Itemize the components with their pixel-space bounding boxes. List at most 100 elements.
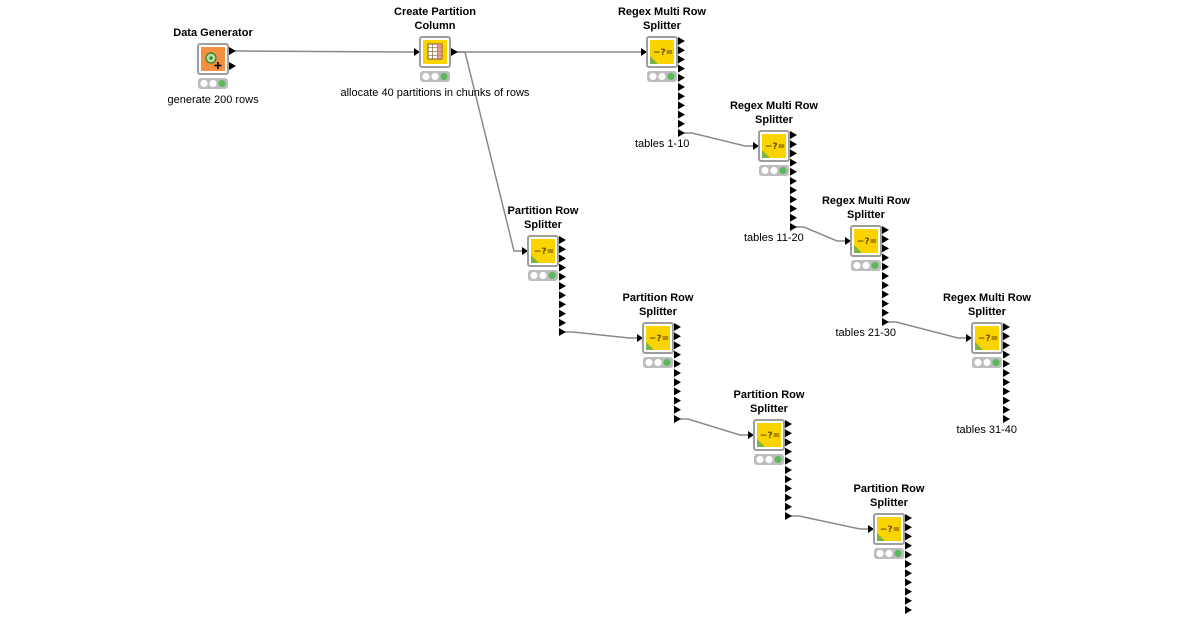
output-port[interactable] bbox=[785, 429, 792, 438]
output-port[interactable] bbox=[790, 167, 797, 176]
output-port[interactable] bbox=[790, 204, 797, 213]
output-port[interactable] bbox=[678, 101, 685, 110]
output-port[interactable] bbox=[1003, 359, 1010, 368]
output-port[interactable] bbox=[559, 318, 566, 327]
output-port[interactable] bbox=[559, 272, 566, 281]
node-n5[interactable]: −?= bbox=[845, 225, 889, 326]
output-port[interactable] bbox=[790, 149, 797, 158]
output-port[interactable] bbox=[674, 387, 681, 396]
output-port[interactable] bbox=[678, 92, 685, 101]
output-port[interactable] bbox=[882, 318, 889, 326]
node-n9[interactable]: −?= bbox=[748, 419, 792, 520]
output-port[interactable] bbox=[882, 308, 889, 317]
output-port[interactable] bbox=[678, 129, 685, 137]
output-port[interactable] bbox=[790, 186, 797, 195]
node-n7[interactable]: −?= bbox=[522, 235, 566, 336]
output-port[interactable] bbox=[1003, 396, 1010, 405]
connection-n8-n9[interactable] bbox=[680, 418, 748, 436]
input-port[interactable] bbox=[637, 334, 643, 342]
input-port[interactable] bbox=[414, 48, 420, 56]
output-port[interactable] bbox=[785, 420, 792, 428]
output-port[interactable] bbox=[785, 466, 792, 474]
output-port[interactable] bbox=[905, 596, 912, 605]
output-port[interactable] bbox=[882, 272, 889, 280]
output-port[interactable] bbox=[1003, 350, 1010, 359]
output-port[interactable] bbox=[1003, 323, 1010, 331]
output-port[interactable] bbox=[905, 514, 912, 522]
output-port[interactable] bbox=[785, 447, 792, 456]
output-port[interactable] bbox=[790, 223, 797, 231]
node-n8[interactable]: −?= bbox=[637, 322, 681, 423]
output-port[interactable] bbox=[785, 512, 792, 520]
output-port[interactable] bbox=[1003, 369, 1010, 377]
output-port[interactable] bbox=[559, 291, 566, 300]
output-port[interactable] bbox=[1003, 387, 1010, 396]
input-port[interactable] bbox=[522, 247, 528, 255]
output-port[interactable] bbox=[674, 332, 681, 341]
output-port[interactable] bbox=[905, 587, 912, 596]
output-port[interactable] bbox=[785, 502, 792, 511]
output-port[interactable] bbox=[674, 378, 681, 387]
connection-n9-n10[interactable] bbox=[791, 515, 868, 530]
output-port[interactable] bbox=[905, 523, 912, 532]
output-port[interactable] bbox=[674, 350, 681, 359]
output-port[interactable] bbox=[678, 83, 685, 91]
output-port[interactable] bbox=[905, 560, 912, 568]
output-port[interactable] bbox=[674, 323, 681, 331]
output-port[interactable] bbox=[674, 396, 681, 405]
output-port[interactable] bbox=[1003, 405, 1010, 414]
input-port[interactable] bbox=[868, 525, 874, 533]
node-n1[interactable] bbox=[197, 43, 236, 89]
connection-n4-n5[interactable] bbox=[796, 226, 845, 242]
output-port[interactable] bbox=[882, 290, 889, 299]
output-port[interactable] bbox=[559, 328, 566, 336]
input-port[interactable] bbox=[641, 48, 647, 56]
connection-n3-n4[interactable] bbox=[684, 132, 753, 147]
output-port[interactable] bbox=[785, 475, 792, 484]
output-port[interactable] bbox=[674, 341, 681, 350]
output-port[interactable] bbox=[678, 119, 685, 128]
output-port[interactable] bbox=[559, 236, 566, 244]
output-port[interactable] bbox=[678, 46, 685, 55]
output-port[interactable] bbox=[785, 493, 792, 502]
output-port[interactable] bbox=[678, 37, 685, 45]
output-port[interactable] bbox=[678, 110, 685, 119]
output-port[interactable] bbox=[882, 262, 889, 271]
output-port[interactable] bbox=[882, 244, 889, 253]
output-port[interactable] bbox=[790, 177, 797, 185]
output-port[interactable] bbox=[559, 263, 566, 272]
connection-n1-n2[interactable] bbox=[235, 50, 414, 53]
input-port[interactable] bbox=[748, 431, 754, 439]
output-port[interactable] bbox=[559, 245, 566, 254]
output-port[interactable] bbox=[1003, 332, 1010, 341]
output-port[interactable] bbox=[790, 140, 797, 149]
output-port[interactable] bbox=[790, 213, 797, 222]
output-port[interactable] bbox=[1003, 378, 1010, 387]
output-port[interactable] bbox=[1003, 341, 1010, 350]
output-port[interactable] bbox=[678, 73, 685, 82]
output-port[interactable] bbox=[674, 405, 681, 414]
output-port[interactable] bbox=[882, 235, 889, 244]
output-port[interactable] bbox=[905, 606, 912, 614]
connection-n2-n7[interactable] bbox=[457, 51, 522, 252]
output-port[interactable] bbox=[559, 300, 566, 309]
output-port[interactable] bbox=[1003, 415, 1010, 423]
input-port[interactable] bbox=[753, 142, 759, 150]
output-port[interactable] bbox=[229, 47, 236, 55]
output-port[interactable] bbox=[678, 55, 685, 64]
output-port[interactable] bbox=[785, 438, 792, 447]
output-port[interactable] bbox=[451, 48, 458, 56]
output-port[interactable] bbox=[790, 158, 797, 167]
output-port[interactable] bbox=[882, 281, 889, 290]
output-port[interactable] bbox=[882, 299, 889, 308]
output-port[interactable] bbox=[905, 550, 912, 559]
output-port[interactable] bbox=[785, 456, 792, 465]
output-port[interactable] bbox=[905, 532, 912, 541]
connection-n7-n8[interactable] bbox=[565, 331, 637, 339]
output-port[interactable] bbox=[559, 254, 566, 263]
output-port[interactable] bbox=[905, 578, 912, 587]
output-port[interactable] bbox=[559, 282, 566, 290]
node-n10[interactable]: −?= bbox=[868, 513, 912, 614]
node-n6[interactable]: −?= bbox=[966, 322, 1010, 423]
connection-n5-n6[interactable] bbox=[888, 321, 966, 339]
